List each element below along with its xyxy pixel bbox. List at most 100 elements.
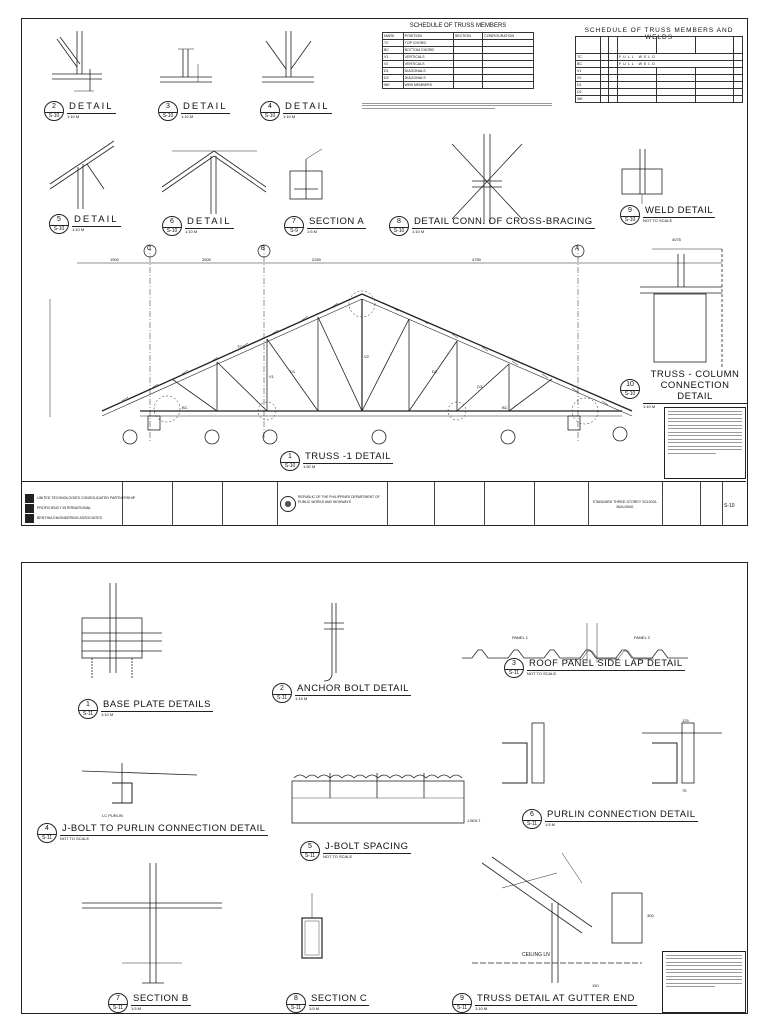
truss-1-elevation — [49, 244, 722, 445]
agency-name: REPUBLIC OF THE PHILIPPINES DEPARTMENT O… — [298, 495, 380, 504]
detail-10-sketch — [640, 248, 723, 369]
detail-scale: 1:5 M — [307, 229, 318, 234]
detail-5-sketch — [49, 140, 115, 209]
callout: 75 — [682, 788, 687, 793]
schedule-mark: V1 — [382, 53, 404, 61]
j-bolt-spacing-sketch — [291, 773, 465, 824]
member-label: D2 — [432, 369, 438, 374]
member-label: D1 — [290, 369, 296, 374]
detail-title: SECTION A — [307, 216, 367, 229]
dimension: 2500 — [202, 257, 211, 262]
dimension: 1500 — [110, 257, 119, 262]
detail-title: DETAIL CONN. OF CROSS-BRACING — [412, 216, 595, 229]
detail-title: TRUSS -1 DETAIL — [303, 451, 393, 464]
schedule-position: BOTTOM CHORD — [402, 46, 454, 54]
detail-title: WELD DETAIL — [643, 205, 716, 218]
detail-title: TRUSS - COLUMN CONNECTION DETAIL — [643, 369, 747, 404]
base-plate-sketch — [81, 583, 162, 678]
schedule-header: POSITION — [402, 32, 454, 40]
detail-scale: 1:5 M — [131, 1006, 142, 1011]
detail-9-sketch — [621, 149, 663, 204]
schedule-position: WEB MEMBERS — [402, 81, 454, 89]
schedule-note — [362, 101, 552, 110]
detail-scale: 1:10 M — [72, 227, 85, 232]
partner-name: PROFICIENCY INTERNATIONAL — [37, 506, 91, 510]
welds-mark: WK — [575, 95, 601, 103]
callout: PANEL 2 — [634, 635, 651, 640]
callout: J-BOLT — [467, 818, 481, 823]
title-block: UNITED TECHNOLOGIES CONSOLIDATED PARTNER… — [22, 481, 746, 526]
sheet2-linework — [81, 583, 722, 984]
grid-label: B — [261, 246, 266, 252]
detail-title: BASE PLATE DETAILS — [101, 699, 213, 712]
detail-scale: 1:50 M — [303, 464, 316, 469]
callout: 300 — [647, 913, 654, 918]
detail-scale: 1:5 M — [309, 1006, 320, 1011]
callout: 150 — [592, 983, 599, 988]
detail-scale: 1:10 M — [101, 712, 114, 717]
schedule-mark: V2 — [382, 60, 404, 68]
section-b-sketch — [82, 863, 222, 984]
member-label: TC — [237, 344, 243, 349]
welds-mark: D2 — [575, 88, 601, 96]
detail-scale: 1:15 M — [295, 696, 308, 701]
sheet1-linework — [49, 31, 723, 445]
general-notes-box — [664, 407, 746, 479]
schedule-position: VERTICALS — [402, 53, 454, 61]
detail-2-sketch — [52, 31, 102, 92]
detail-4-sketch — [262, 31, 314, 83]
section-c-sketch — [301, 893, 323, 959]
welds-mark: V2 — [575, 74, 601, 82]
schedule-position: DIAGONALS — [402, 74, 454, 82]
detail-title: PURLIN CONNECTION DETAIL — [545, 809, 698, 822]
callout: CEILING LN — [522, 952, 550, 958]
roof-panel-sketch — [462, 623, 688, 663]
schedule-position: VERTICALS — [402, 60, 454, 68]
firm-logo-icon — [25, 504, 34, 513]
j-bolt-purlin-sketch — [81, 763, 198, 804]
schedule-header: SECTION — [452, 32, 484, 40]
detail-scale: 1:10 M — [67, 114, 80, 119]
dimension: 4750 — [472, 257, 481, 262]
grid-label: C — [147, 246, 152, 252]
dimension: 4075 — [672, 237, 681, 242]
schedule-mark: WK — [382, 81, 404, 89]
detail-3-sketch — [160, 48, 212, 83]
general-notes-box — [662, 951, 746, 1013]
dimension: 2250 — [312, 257, 321, 262]
project-name: STANDARD THREE-STOREY SCHOOL BUILDING — [592, 500, 658, 509]
firm-logo-icon — [25, 494, 34, 503]
detail-title: J-BOLT TO PURLIN CONNECTION DETAIL — [60, 823, 268, 836]
detail-title: DETAIL — [72, 214, 121, 227]
sheet-number: S-10 — [724, 503, 735, 509]
schedule-position: DIAGONALS — [402, 67, 454, 75]
firm-logo-icon — [25, 514, 34, 523]
section-a-sketch — [289, 148, 323, 200]
detail-scale: 1:10 M — [412, 229, 425, 234]
